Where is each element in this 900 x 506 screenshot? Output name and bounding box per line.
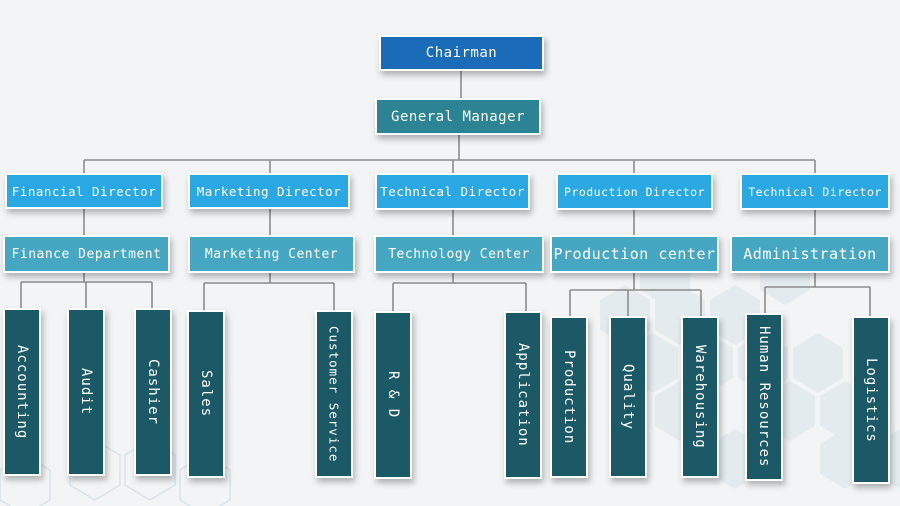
unit-label: Audit xyxy=(78,368,94,416)
department-label: Technology Center xyxy=(388,246,530,262)
unit-node: Sales xyxy=(187,310,225,478)
unit-label: Logistics xyxy=(863,357,879,443)
unit-label: Cashier xyxy=(145,358,161,425)
unit-node: Cashier xyxy=(134,308,172,476)
department-label: Marketing Center xyxy=(204,246,339,262)
unit-node: Warehousing xyxy=(681,316,719,478)
general-manager-node: General Manager xyxy=(375,98,541,135)
unit-node: Logistics xyxy=(852,316,890,484)
director-label: Marketing Director xyxy=(196,183,342,199)
director-node: Production Director xyxy=(556,173,713,210)
department-node: Finance Department xyxy=(3,235,170,273)
department-label: Finance Department xyxy=(11,246,162,262)
unit-label: Quality xyxy=(620,363,636,430)
department-label: Administration xyxy=(743,245,877,263)
unit-node: Human Resources xyxy=(745,313,783,481)
director-node: Marketing Director xyxy=(188,173,350,209)
chairman-label: Chairman xyxy=(425,45,498,61)
director-label: Production Director xyxy=(563,184,706,199)
department-node: Production center xyxy=(550,235,719,273)
unit-label: Application xyxy=(515,343,531,447)
unit-label: Sales xyxy=(198,370,214,418)
unit-node: Quality xyxy=(609,316,647,478)
unit-label: Production xyxy=(561,349,577,445)
unit-label: Accounting xyxy=(14,344,30,440)
general-manager-label: General Manager xyxy=(391,108,525,125)
director-node: Technical Director xyxy=(375,173,530,210)
department-node: Technology Center xyxy=(374,235,544,273)
unit-node: Audit xyxy=(67,308,105,476)
director-node: Technical Director xyxy=(740,173,890,210)
unit-label: Customer Service xyxy=(326,325,342,463)
department-node: Administration xyxy=(730,235,890,273)
unit-label: Warehousing xyxy=(692,345,708,449)
unit-label: R & D xyxy=(385,371,401,419)
unit-label: Human Resources xyxy=(756,326,772,468)
director-label: Technical Director xyxy=(380,184,525,199)
unit-node: Customer Service xyxy=(315,310,353,478)
unit-node: Application xyxy=(504,311,542,479)
chairman-node: Chairman xyxy=(379,35,544,71)
unit-node: R & D xyxy=(374,311,412,479)
unit-node: Accounting xyxy=(3,308,41,476)
department-node: Marketing Center xyxy=(188,235,355,273)
director-label: Financial Director xyxy=(11,183,157,199)
department-label: Production center xyxy=(553,245,716,263)
director-node: Financial Director xyxy=(5,173,163,209)
director-label: Technical Director xyxy=(748,184,882,199)
unit-node: Production xyxy=(550,316,588,478)
